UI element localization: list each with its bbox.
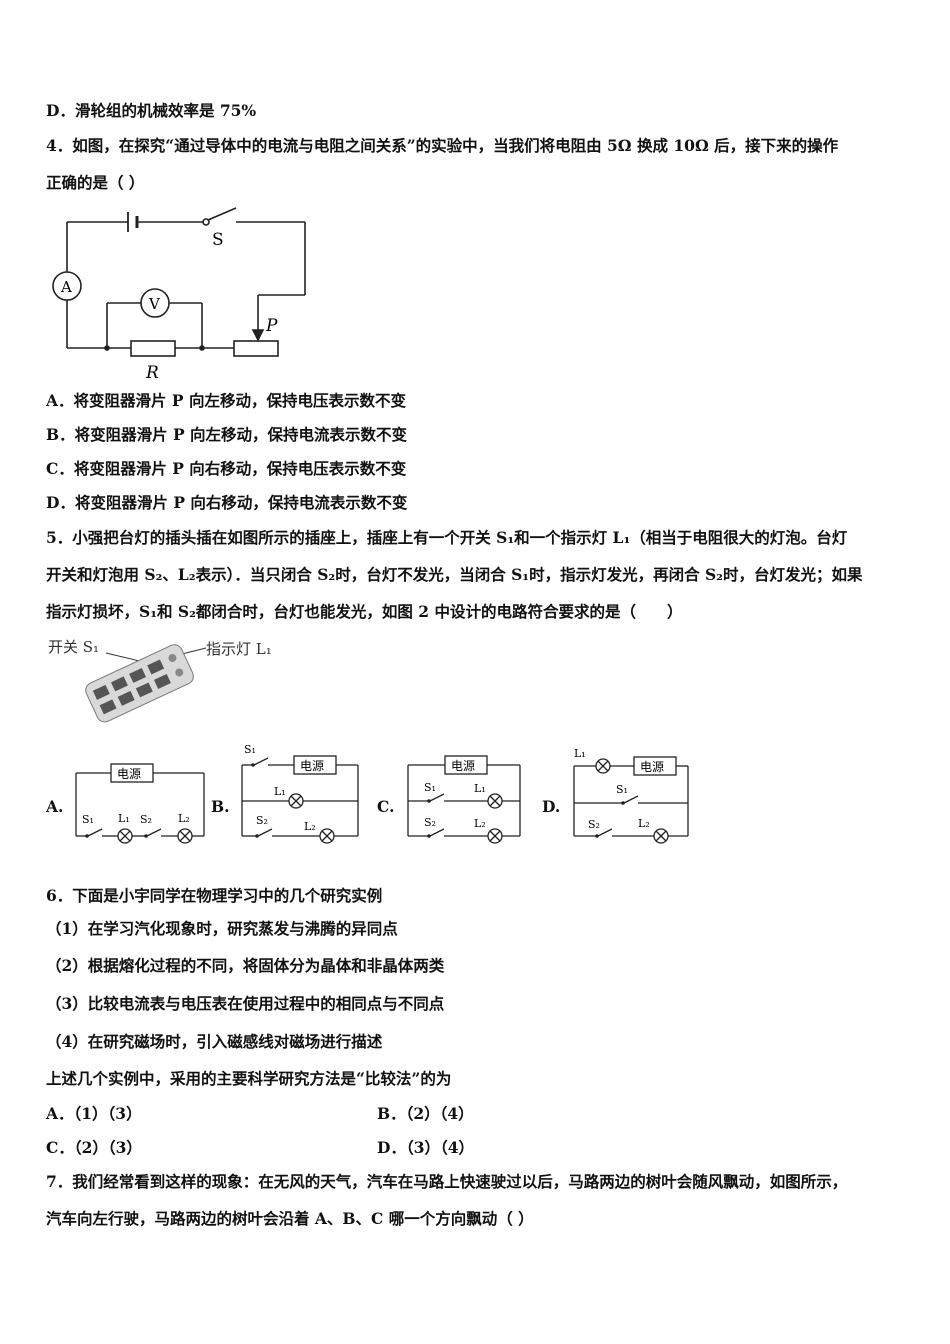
s2-label: S₂ xyxy=(140,813,152,826)
q4-slider-label: P xyxy=(265,316,278,336)
s1-label: S₁ xyxy=(244,743,256,756)
l1-label: L₁ xyxy=(474,782,486,795)
q5-circuit-d: L₁ 电源 S₁ S₂ L₂ xyxy=(573,747,689,844)
q7-stem-line2: 汽车向左行驶，马路两边的树叶会沿着 A、B、C 哪一个方向飘动（ ） xyxy=(46,1209,534,1228)
q5-circuit-b: S₁ 电源 L₁ S₂ L₂ xyxy=(241,743,359,844)
s2-label: S₂ xyxy=(256,814,268,827)
q5-circuit-a: 电源 S₁ L₁ S₂ L₂ xyxy=(75,763,205,844)
q4-switch-label: S xyxy=(212,230,224,250)
q5-stem-line1: 5．小强把台灯的插头插在如图所示的插座上，插座上有一个开关 S₁和一个指示灯 L… xyxy=(46,528,848,547)
q4-circuit-diagram: S A V P R xyxy=(52,207,306,383)
q4-stem-line1: 4．如图，在探究“通过导体中的电流与电阻之间关系”的实验中，当我们将电阻由 5Ω… xyxy=(46,136,839,155)
q4-option-a: A．将变阻器滑片 P 向左移动，保持电压表示数不变 xyxy=(46,391,406,410)
q6-stem: 6．下面是小宇同学在物理学习中的几个研究实例 xyxy=(46,886,383,905)
q5-option-c-label: C. xyxy=(377,797,395,816)
l1-label: L₁ xyxy=(574,747,586,760)
q6-option-d: D．（3）（4） xyxy=(377,1138,475,1157)
q4-voltmeter-label: V xyxy=(148,295,161,313)
q6-item-1: （1）在学习汽化现象时，研究蒸发与沸腾的异同点 xyxy=(46,919,398,938)
socket-switch-label: 开关 S₁ xyxy=(48,638,99,656)
socket-lamp-label: 指示灯 L₁ xyxy=(206,640,272,658)
power-label: 电源 xyxy=(451,759,475,773)
q6-option-b: B．（2）（4） xyxy=(377,1104,474,1123)
q5-socket-picture: 开关 S₁ 指示灯 L₁ xyxy=(48,638,272,723)
l2-label: L₂ xyxy=(178,812,190,825)
s2-label: S₂ xyxy=(424,816,436,829)
q3-option-d: D．滑轮组的机械效率是 75% xyxy=(46,101,257,120)
q5-option-b-label: B. xyxy=(211,797,230,816)
l2-label: L₂ xyxy=(304,820,316,833)
q4-option-c: C．将变阻器滑片 P 向右移动，保持电压表示数不变 xyxy=(46,459,407,478)
l2-label: L₂ xyxy=(474,817,486,830)
q6-question: 上述几个实例中，采用的主要科学研究方法是“比较法”的为 xyxy=(46,1069,452,1088)
q6-item-3: （3）比较电流表与电压表在使用过程中的相同点与不同点 xyxy=(46,994,445,1013)
q7-stem-line1: 7．我们经常看到这样的现象：在无风的天气，汽车在马路上快速驶过以后，马路两边的树… xyxy=(46,1172,848,1191)
q5-stem-line2: 开关和灯泡用 S₂、L₂表示）．当只闭合 S₂时，台灯不发光，当闭合 S₁时，指… xyxy=(46,565,863,584)
q6-item-2: （2）根据熔化过程的不同，将固体分为晶体和非晶体两类 xyxy=(46,956,445,975)
s1-label: S₁ xyxy=(82,813,94,826)
s1-label: S₁ xyxy=(424,781,436,794)
q5-stem-line3: 指示灯损坏，S₁和 S₂都闭合时，台灯也能发光，如图 2 中设计的电路符合要求的… xyxy=(46,602,683,621)
q5-circuit-c: 电源 S₁ L₁ S₂ L₂ xyxy=(407,755,521,844)
l2-label: L₂ xyxy=(638,817,650,830)
q4-stem-line2: 正确的是（ ） xyxy=(46,173,145,192)
power-label: 电源 xyxy=(640,760,664,774)
q4-ammeter-label: A xyxy=(60,278,72,296)
q5-option-d-label: D. xyxy=(542,797,561,816)
power-label: 电源 xyxy=(117,767,141,781)
l1-label: L₁ xyxy=(118,812,130,825)
power-label: 电源 xyxy=(300,759,324,773)
q4-resistor-label: R xyxy=(145,363,159,383)
q5-option-a-label: A. xyxy=(46,797,64,816)
q6-option-a: A．（1）（3） xyxy=(46,1104,142,1123)
s1-label: S₁ xyxy=(616,783,628,796)
s2-label: S₂ xyxy=(588,818,600,831)
q6-item-4: （4）在研究磁场时，引入磁感线对磁场进行描述 xyxy=(46,1032,383,1051)
q6-option-c: C．（2）（3） xyxy=(46,1138,142,1157)
q4-option-d: D．将变阻器滑片 P 向右移动，保持电流表示数不变 xyxy=(46,493,408,512)
q4-option-b: B．将变阻器滑片 P 向左移动，保持电流表示数不变 xyxy=(46,425,408,444)
l1-label: L₁ xyxy=(274,785,286,798)
